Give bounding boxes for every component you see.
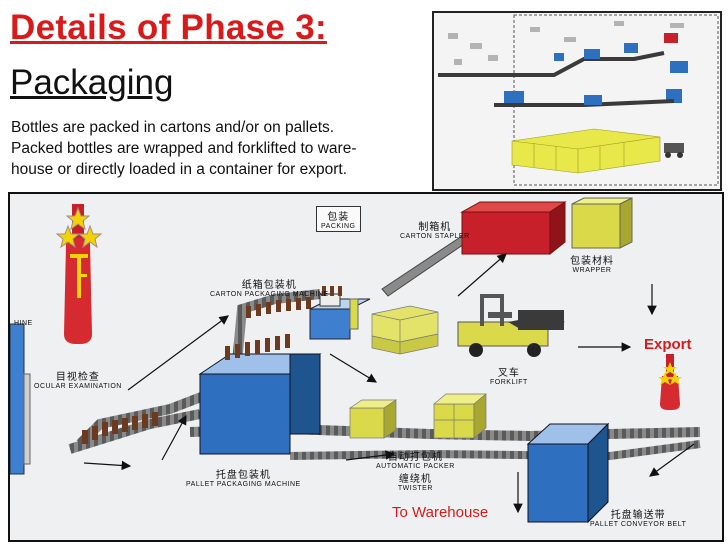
- page-title: Details of Phase 3:: [10, 8, 327, 47]
- left-edge-label: HINE: [14, 320, 33, 327]
- wrapper-label-en: WRAPPER: [572, 267, 612, 274]
- to-warehouse-label: To Warehouse: [392, 504, 489, 521]
- carton-stapler-label: 制箱机 CARTON STAPLER: [400, 218, 470, 240]
- carton-stapler-label-en: CARTON STAPLER: [400, 233, 470, 240]
- overview-thumbnail-graphic: [434, 13, 720, 189]
- automatic-packer-label: 自动打包机 AUTOMATIC PACKER 缠绕机 TWISTER: [376, 448, 455, 492]
- pallet-packaging-label-cn: 托盘包装机: [215, 470, 271, 481]
- export-bottle-icon: [658, 354, 682, 410]
- flow-arrows: [83, 253, 695, 514]
- forklift: [457, 294, 565, 357]
- packing-label-en: PACKING: [321, 223, 356, 230]
- description: Bottles are packed in cartons and/or on …: [11, 117, 426, 180]
- export-label: Export: [644, 336, 692, 353]
- carton-packaging-label: 纸箱包装机 CARTON PACKAGING MACHINE: [210, 276, 329, 298]
- carton-packaging-label-cn: 纸箱包装机: [241, 280, 297, 291]
- description-line-2: Packed bottles are wrapped and forklifte…: [11, 140, 357, 157]
- pallet-conveyor-label-en: PALLET CONVEYOR BELT: [590, 521, 687, 528]
- process-graphic: [10, 197, 701, 524]
- left-edge-label-en: HINE: [14, 320, 33, 327]
- twister-label-cn: 缠绕机: [398, 474, 432, 485]
- bottle-logo-icon: [55, 204, 103, 344]
- forklift-label-cn: 叉车: [497, 368, 520, 379]
- bottles-on-line: [82, 297, 311, 444]
- description-line-1: Bottles are packed in cartons and/or on …: [11, 119, 335, 136]
- overview-thumbnail: [432, 11, 722, 191]
- ocular-label-cn: 目视检查: [55, 372, 100, 383]
- twister-label-en: TWISTER: [397, 485, 433, 492]
- packing-label-cn: 包装: [327, 212, 350, 223]
- pallet-conveyor-machine: [526, 422, 610, 524]
- packaging-process-diagram: 包装 PACKING 制箱机 CARTON STAPLER 包装材料 WRAPP…: [8, 192, 724, 542]
- left-edge-machine: [10, 323, 31, 475]
- page-subtitle: Packaging: [10, 63, 174, 102]
- carton-stapler-label-cn: 制箱机: [418, 222, 452, 233]
- wrapper-label-cn: 包装材料: [570, 256, 614, 267]
- carton-packaging-label-en: CARTON PACKAGING MACHINE: [210, 291, 329, 298]
- description-line-3: house or directly loaded in a container …: [11, 161, 348, 178]
- pallet-conveyor-label-cn: 托盘输送带: [610, 510, 666, 521]
- wrapper-label: 包装材料 WRAPPER: [570, 252, 614, 274]
- carton-stapler-machine: [460, 201, 567, 256]
- forklift-label: 叉车 FORKLIFT: [490, 364, 528, 386]
- automatic-packer-cartons: [348, 393, 487, 439]
- pallet-packaging-label-en: PALLET PACKAGING MACHINE: [186, 481, 301, 488]
- ocular-label-en: OCULAR EXAMINATION: [34, 383, 122, 390]
- forklift-label-en: FORKLIFT: [490, 379, 528, 386]
- pallet-packaging-machine: [198, 334, 322, 455]
- ocular-examination-label: 目视检查 OCULAR EXAMINATION: [34, 368, 122, 390]
- pallet-conveyor-label: 托盘输送带 PALLET CONVEYOR BELT: [590, 506, 686, 528]
- stacked-cartons: [371, 305, 439, 355]
- pallet-packaging-label: 托盘包装机 PALLET PACKAGING MACHINE: [186, 466, 301, 488]
- auto-packer-label-cn: 自动打包机: [387, 452, 443, 463]
- packing-label: 包装 PACKING: [316, 206, 361, 232]
- carton-packaging-machine: [309, 286, 371, 340]
- wrapper-material-box: [571, 197, 633, 249]
- auto-packer-label-en: AUTOMATIC PACKER: [376, 463, 455, 470]
